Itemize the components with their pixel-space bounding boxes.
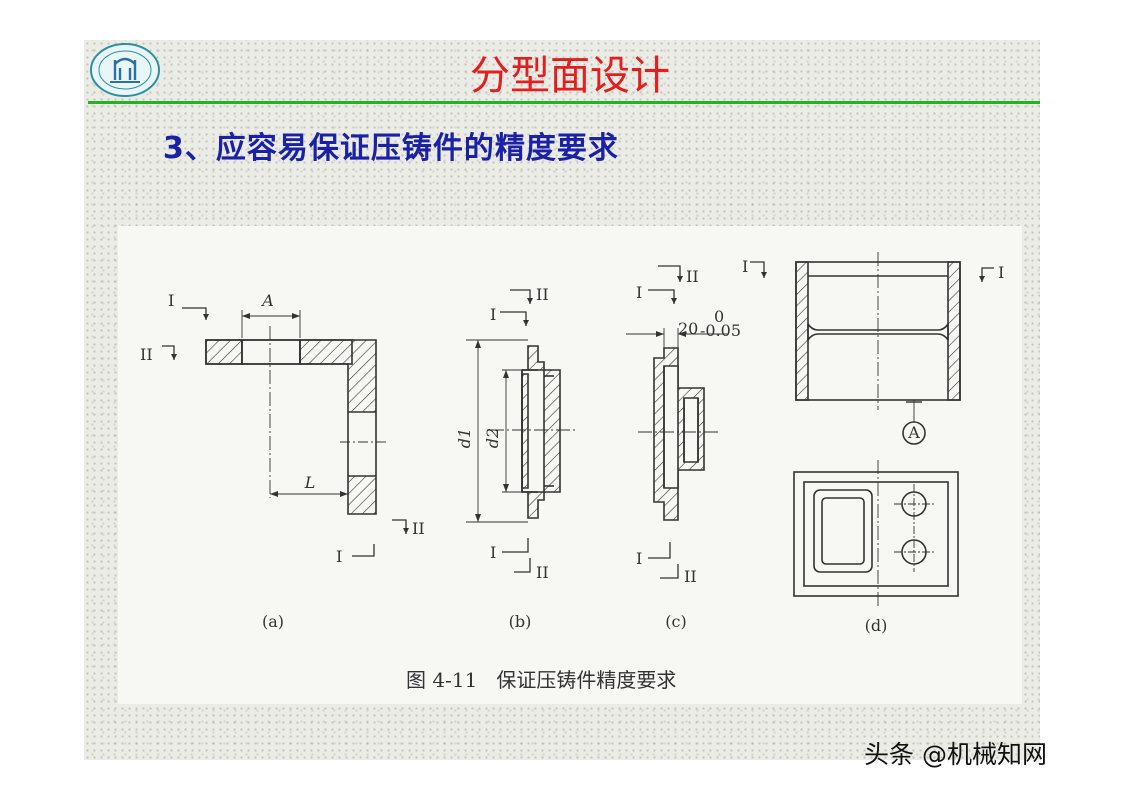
- slide-title: 分型面设计: [470, 53, 670, 99]
- mark-c-3: I: [636, 549, 642, 568]
- datum-a-label: A: [907, 423, 920, 442]
- mark-a-2: II: [140, 345, 153, 364]
- mark-b-2: I: [490, 305, 496, 324]
- mark-a-1: I: [168, 291, 174, 310]
- panel-b-label: (b): [509, 612, 532, 631]
- panel-a-label: (a): [262, 612, 284, 631]
- mark-b-1: II: [536, 285, 549, 304]
- mark-d-2: I: [998, 263, 1004, 282]
- dim-d2-label: d2: [483, 428, 502, 448]
- dim-l-label: L: [304, 473, 316, 492]
- mark-a-3: II: [412, 519, 425, 538]
- panel-c-drawing: [626, 265, 728, 579]
- slide-subtitle: 3、应容易保证压铸件的精度要求: [163, 131, 619, 166]
- mark-b-4: II: [536, 563, 549, 582]
- mark-c-2: I: [636, 283, 642, 302]
- university-logo: [90, 43, 160, 97]
- mark-d-1: I: [742, 257, 748, 276]
- mark-c-1: II: [686, 267, 699, 286]
- dim-a-label: A: [260, 291, 274, 310]
- panel-d-label: (d): [865, 616, 888, 635]
- figure-caption: 图 4-11 保证压铸件精度要求: [406, 668, 676, 692]
- mark-a-4: I: [336, 547, 342, 566]
- panel-a-drawing: [162, 307, 409, 557]
- mark-c-4: II: [684, 567, 697, 586]
- panel-c-label: (c): [665, 612, 686, 631]
- panel-b-drawing: [466, 289, 576, 573]
- figure-drawing: A L I II II I (a) d1 d2 II I I II (b) 20…: [140, 252, 1004, 692]
- panel-d-plan: [793, 460, 959, 608]
- title-rule: [88, 101, 1040, 104]
- technical-figure: A L I II II I (a) d1 d2 II I I II (b) 20…: [118, 226, 1022, 704]
- mark-b-3: I: [490, 543, 496, 562]
- watermark-text: 头条 @机械知网: [864, 740, 1047, 769]
- dim-d1-label: d1: [455, 428, 474, 448]
- dim-thickness-label: 20: [678, 319, 698, 338]
- tolerance-upper: 0: [714, 307, 724, 326]
- panel-d-section: [750, 252, 994, 445]
- tolerance-lower: -0.05: [700, 321, 741, 340]
- thickness-value: 20: [678, 319, 698, 338]
